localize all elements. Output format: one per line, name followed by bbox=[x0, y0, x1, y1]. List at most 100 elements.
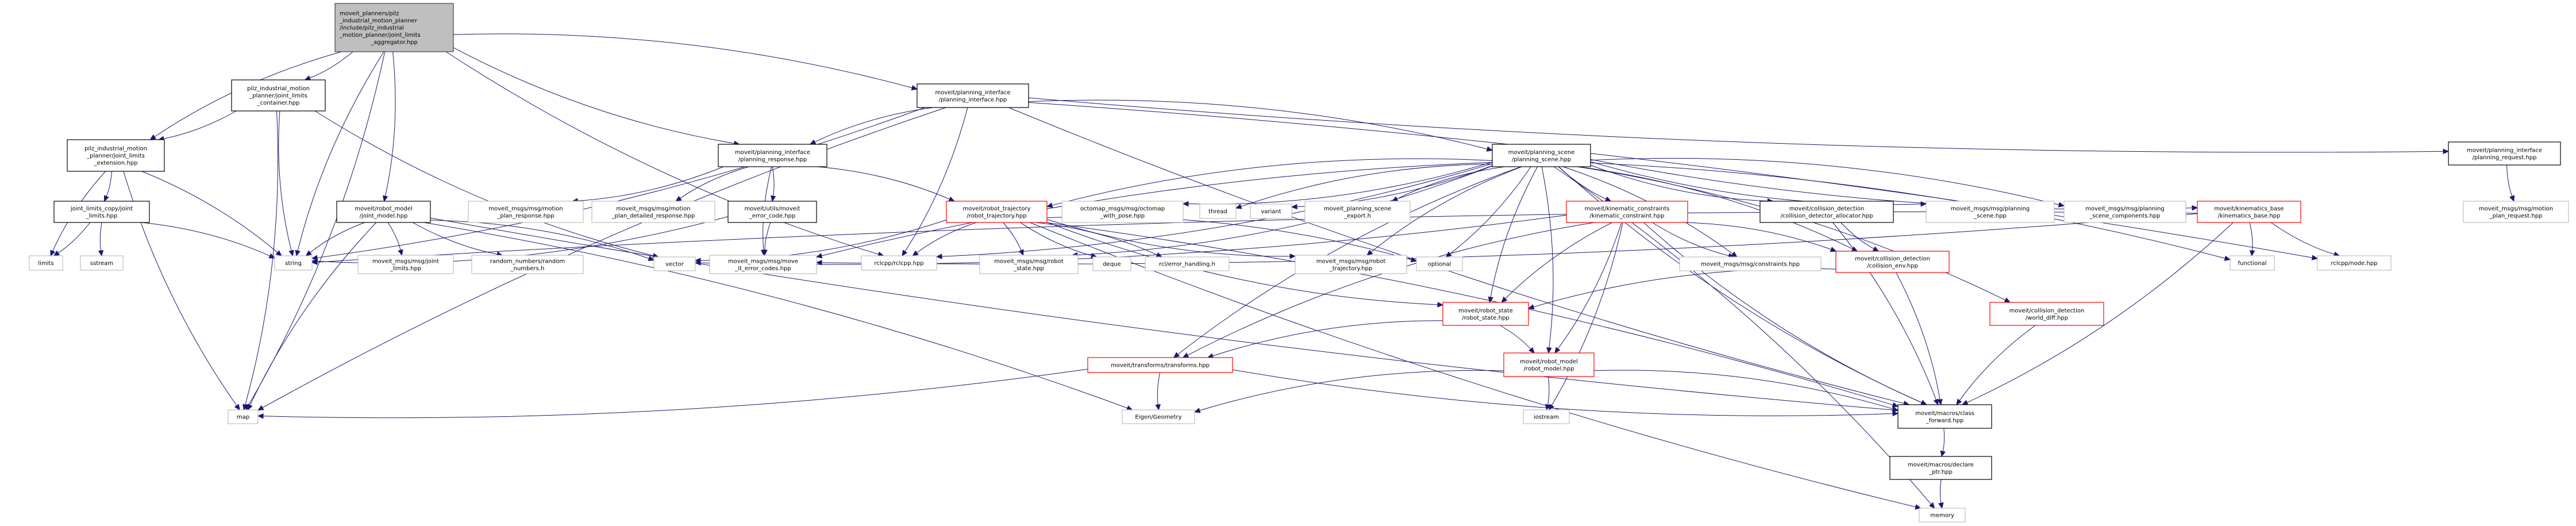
node-jl-copy[interactable]: joint_limits_copy/joint_limits.hpp bbox=[53, 201, 150, 223]
node-label-line: _industrial_motion_planner bbox=[339, 18, 418, 24]
arrowhead-icon bbox=[311, 255, 318, 260]
arrowhead-icon bbox=[50, 249, 56, 257]
edge-line bbox=[1541, 166, 1554, 348]
edge-line bbox=[1652, 222, 1729, 256]
edge-line bbox=[700, 220, 947, 261]
node-collision-env[interactable]: moveit/collision_detection/collision_env… bbox=[1835, 251, 1950, 273]
node-planning-scene[interactable]: moveit/planning_scene/planning_scene.hpp bbox=[1492, 144, 1591, 167]
node-label-line: _state.hpp bbox=[1013, 266, 1044, 272]
edge-line bbox=[1959, 325, 2036, 401]
arrowhead-icon bbox=[1928, 502, 1935, 509]
edge-kin_constraint-to-robot_state bbox=[1501, 222, 1613, 303]
edge-line bbox=[1077, 166, 1493, 256]
node-label-line: vector bbox=[665, 262, 684, 268]
edge-world_diff-to-class_forward bbox=[1956, 325, 2036, 405]
edge-line bbox=[430, 217, 1893, 410]
arrowhead-icon bbox=[398, 249, 403, 256]
arrowhead-icon bbox=[1892, 410, 1899, 417]
edge-root-to-string bbox=[295, 51, 384, 257]
node-label-line: _limits.hpp bbox=[86, 213, 117, 219]
node-extension[interactable]: pilz_industrial_motion_planner/joint_lim… bbox=[67, 139, 165, 172]
node-cd-allocator[interactable]: moveit/collision_detection/collision_det… bbox=[1759, 201, 1894, 223]
node-world-diff[interactable]: moveit/collision_detection/world_diff.hp… bbox=[1989, 302, 2104, 326]
arrowhead-icon bbox=[1289, 253, 1296, 259]
node-label-line: iostream bbox=[1534, 414, 1559, 421]
node-container[interactable]: pilz_industrial_motion_planner/joint_lim… bbox=[231, 79, 326, 112]
node-box bbox=[727, 201, 817, 223]
node-box bbox=[1897, 404, 1992, 429]
edge-joint_model-to-eigen bbox=[423, 222, 1133, 411]
node-box bbox=[653, 256, 696, 271]
node-planning-request[interactable]: moveit/planning_interface/planning_reque… bbox=[2448, 141, 2561, 166]
node-robot-model[interactable]: moveit/robot_model/robot_model.hpp bbox=[1503, 352, 1595, 377]
node-error-code[interactable]: moveit/utils/moveit_error_code.hpp bbox=[727, 201, 817, 223]
arrowhead-icon bbox=[247, 404, 253, 411]
node-declare-ptr[interactable]: moveit/macros/declare_ptr.hpp bbox=[1889, 456, 1992, 480]
edge-collision_env-to-robot_state bbox=[1527, 268, 1836, 310]
node-robot-trajectory[interactable]: moveit/robot_trajectory/robot_trajectory… bbox=[946, 201, 1048, 223]
node-transforms[interactable]: moveit/transforms/transforms.hpp bbox=[1087, 357, 1233, 373]
node-map: map bbox=[228, 409, 259, 424]
node-limits: limits bbox=[29, 255, 63, 271]
node-box bbox=[336, 201, 431, 223]
edge-line bbox=[263, 368, 1088, 419]
node-class-forward[interactable]: moveit/macros/class_forward.hpp bbox=[1897, 404, 1992, 429]
node-kinematics-base[interactable]: moveit/kinematics_base/kinematics_base.h… bbox=[2197, 201, 2301, 223]
arrowhead-icon bbox=[1193, 408, 1201, 413]
node-label-line: moveit_planning_scene bbox=[1324, 206, 1391, 212]
node-planning-response[interactable]: moveit/planning_interface/planning_respo… bbox=[718, 144, 827, 167]
edge-line bbox=[423, 222, 1128, 409]
arrowhead-icon bbox=[1528, 347, 1535, 354]
node-msg-robot-traj: moveit_msgs/msg/robot_trajectory.hpp bbox=[1295, 255, 1407, 274]
node-box bbox=[1492, 144, 1591, 167]
edge-line bbox=[385, 51, 396, 197]
edge-line bbox=[314, 110, 654, 256]
edge-planning_request-to-msg_mp_request bbox=[2506, 164, 2515, 202]
edge-line bbox=[1683, 222, 1831, 250]
arrowhead-icon bbox=[809, 139, 817, 145]
node-box bbox=[2317, 255, 2392, 271]
edge-line bbox=[1547, 376, 1550, 405]
node-label-line: memory bbox=[1930, 513, 1954, 519]
edge-line bbox=[1003, 222, 1022, 251]
node-label-line: /collision_env.hpp bbox=[1867, 263, 1918, 269]
node-root[interactable]: moveit_planners/pilz_industrial_motion_p… bbox=[334, 3, 454, 52]
arrowhead-icon bbox=[1830, 247, 1837, 252]
node-label-line: moveit_msgs/msg/constraints.hpp bbox=[1701, 262, 1800, 268]
edge-jl_copy-to-string bbox=[141, 222, 276, 259]
edge-line bbox=[99, 222, 102, 251]
node-label-line: moveit/robot_trajectory bbox=[962, 206, 1030, 212]
node-label-line: _scene.hpp bbox=[1973, 213, 2007, 219]
edge-line bbox=[1157, 372, 1161, 405]
node-planning-interface[interactable]: moveit/planning_interface/planning_inter… bbox=[917, 83, 1029, 108]
node-robot-state[interactable]: moveit/robot_state/robot_state.hpp bbox=[1442, 302, 1529, 326]
node-box bbox=[1295, 255, 1407, 274]
node-label-line: _limits.hpp bbox=[390, 266, 421, 272]
node-box bbox=[274, 255, 313, 271]
node-label-line: moveit_msgs/msg/motion bbox=[2479, 206, 2553, 212]
arrowhead-icon bbox=[2443, 148, 2450, 155]
node-label-line: /collision_detector_allocator.hpp bbox=[1781, 213, 1873, 219]
node-label-line: Eigen/Geometry bbox=[1135, 414, 1181, 421]
node-label-line: moveit/macros/class bbox=[1915, 410, 1974, 417]
edge-line bbox=[917, 222, 977, 254]
edge-planning_interface-to-planning_response bbox=[809, 107, 934, 145]
edge-line bbox=[141, 171, 278, 253]
node-label-line: moveit/robot_state bbox=[1458, 308, 1513, 314]
arrowhead-icon bbox=[1437, 302, 1444, 308]
edge-line bbox=[1558, 166, 1607, 199]
arrowhead-icon bbox=[295, 249, 301, 257]
node-box bbox=[1835, 251, 1950, 273]
edge-error_code-to-msg_error_codes bbox=[762, 222, 771, 256]
node-kin-constraint[interactable]: moveit/kinematic_constraints/kinematic_c… bbox=[1566, 201, 1688, 223]
arrowhead-icon bbox=[1155, 404, 1161, 411]
edge-planning_interface-to-planning_request bbox=[1028, 97, 2450, 155]
arrowhead-icon bbox=[1920, 201, 1927, 207]
edge-planning_scene-to-msg_error_codes bbox=[815, 162, 1493, 259]
node-label-line: /kinematics_base.hpp bbox=[2218, 213, 2281, 219]
node-joint-model[interactable]: moveit/robot_model/joint_model.hpp bbox=[336, 201, 431, 223]
edge-line bbox=[297, 51, 384, 251]
edge-line bbox=[821, 162, 1493, 256]
node-box bbox=[1061, 201, 1184, 223]
